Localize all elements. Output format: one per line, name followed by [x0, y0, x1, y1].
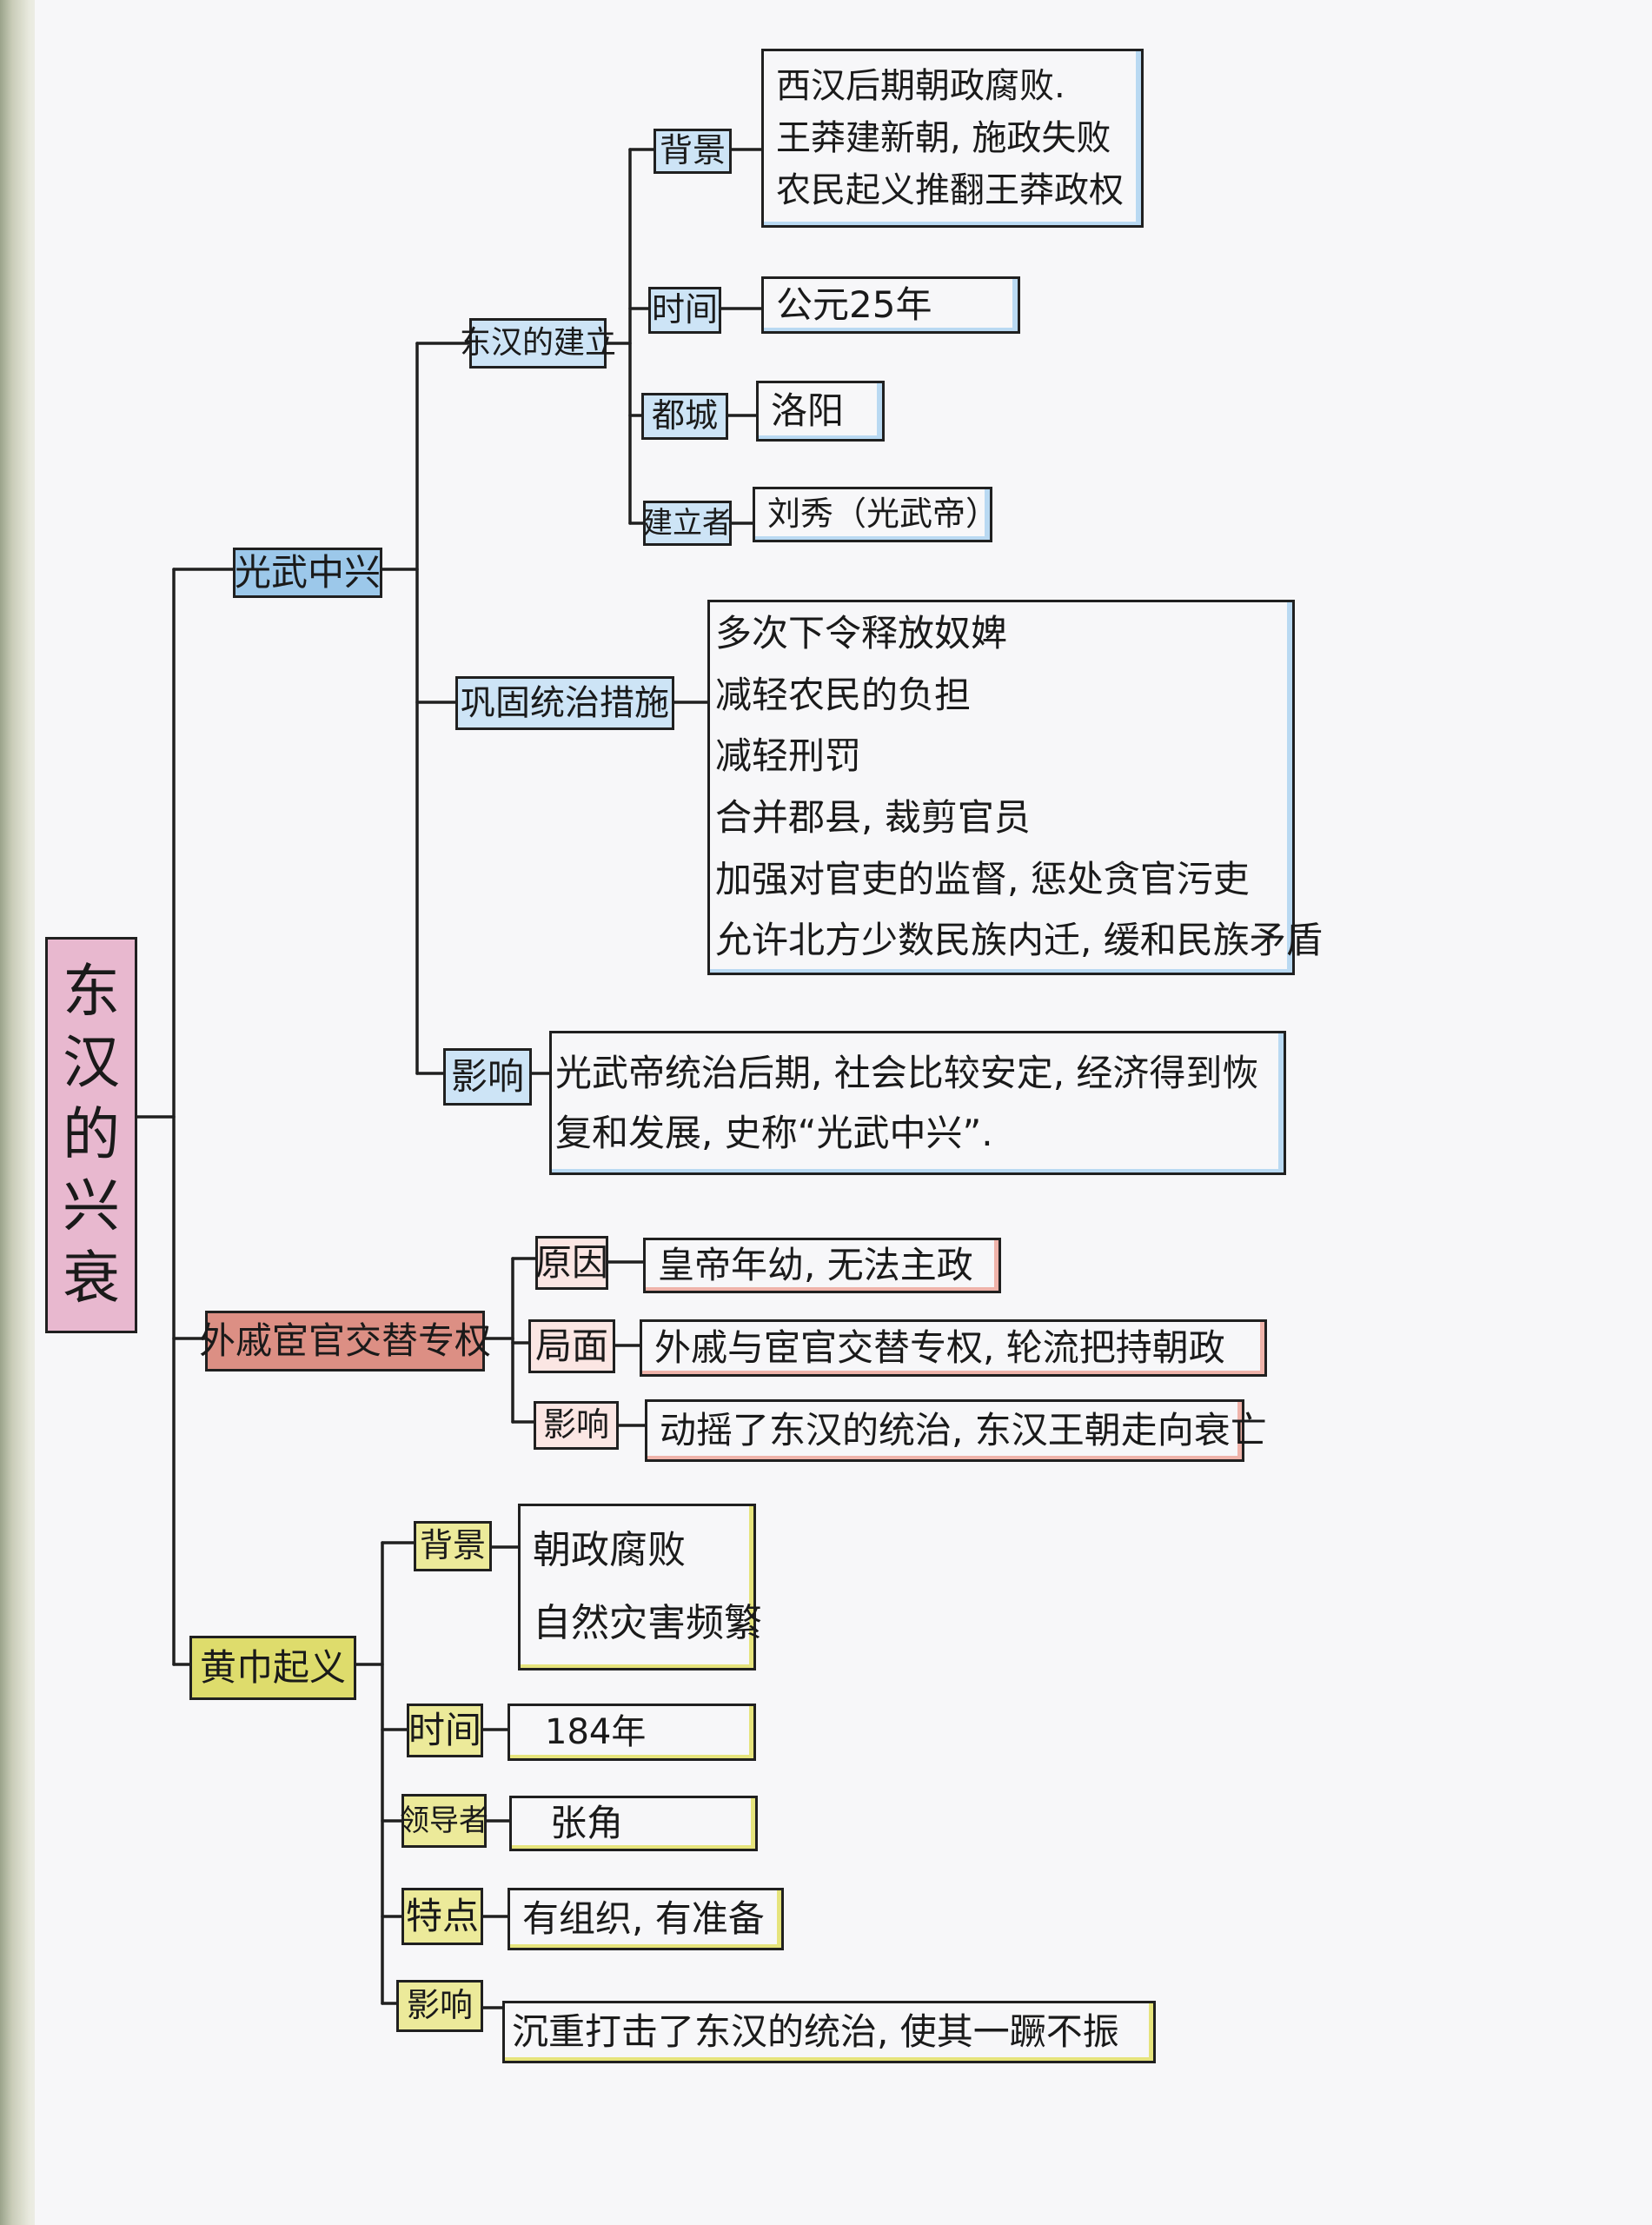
huangjin-time-label: 时间: [408, 1708, 482, 1751]
content-huangjin-time: 184年: [508, 1704, 756, 1761]
huangjin-background-label: 背景: [420, 1526, 487, 1565]
measures-line: 允许北方少数民族内迁, 缓和民族矛盾: [715, 919, 1323, 962]
founding-founder-label: 建立者: [643, 505, 732, 541]
founding-background-line: 西汉后期朝政腐败.: [776, 66, 1065, 106]
node-huangjin-impact: 影响: [396, 1980, 483, 2032]
content-founding-background: 西汉后期朝政腐败. 王莽建新朝, 施政失败农民起义推翻王莽政权: [761, 49, 1144, 228]
content-founding-capital: 洛阳: [756, 381, 885, 442]
branch-guangwu-label: 光武中兴: [235, 550, 381, 594]
measures-line: 减轻刑罚: [715, 734, 862, 778]
measures-line: 减轻农民的负担: [715, 673, 972, 716]
content-founding-founder: 刘秀（光武帝）: [753, 487, 998, 542]
guangwu-impact-label: 影响: [451, 1054, 525, 1098]
founding-background-label: 背景: [660, 131, 726, 170]
root-title-char: 的: [63, 1100, 120, 1168]
huangjin-impact-label: 影响: [406, 1986, 473, 2025]
waiqi-situation-value: 外戚与宦官交替专权, 轮流把持朝政: [654, 1325, 1225, 1369]
node-guangwu-impact: 影响: [443, 1048, 532, 1106]
huangjin-leader-label: 领导者: [400, 1803, 488, 1838]
branch-waiqi-label: 外戚宦官交替专权: [199, 1318, 492, 1362]
content-waiqi-impact: 动摇了东汉的统治, 东汉王朝走向衰亡: [645, 1399, 1267, 1462]
measures-label: 巩固统治措施: [461, 683, 669, 723]
node-waiqi-situation: 局面: [528, 1319, 615, 1373]
node-waiqi-impact: 影响: [534, 1401, 619, 1450]
founding-founder-value: 刘秀（光武帝）: [767, 495, 999, 534]
node-dongHan-founding: 东汉的建立: [460, 318, 616, 369]
waiqi-impact-label: 影响: [542, 1405, 609, 1445]
content-huangjin-impact: 沉重打击了东汉的统治, 使其一蹶不振: [502, 2001, 1156, 2063]
node-founding-founder: 建立者: [643, 501, 732, 546]
huangjin-leader-value: 张角: [550, 1801, 624, 1844]
node-measures: 巩固统治措施: [455, 676, 674, 730]
measures-line: 加强对官吏的监督, 惩处贪官污吏: [715, 857, 1250, 900]
measures-line: 多次下令释放奴婢: [715, 612, 1008, 655]
huangjin-background-line: 自然灾害频繁: [533, 1601, 762, 1645]
waiqi-impact-value: 动摇了东汉的统治, 东汉王朝走向衰亡: [660, 1408, 1267, 1451]
node-founding-time: 时间: [648, 287, 721, 334]
root-title-char: 东: [63, 957, 120, 1025]
founding-time-label: 时间: [652, 290, 719, 329]
content-huangjin-background: 朝政腐败自然灾害频繁: [518, 1504, 762, 1670]
node-founding-background: 背景: [654, 129, 732, 174]
branch-huangjin-label: 黄巾起义: [199, 1645, 346, 1689]
guangwu-impact-line: 复和发展, 史称“光武中兴”.: [555, 1112, 993, 1154]
node-huangjin-time: 时间: [407, 1704, 483, 1757]
node-huangjin-feature: 特点: [401, 1888, 483, 1945]
node-waiqi-reason: 原因: [535, 1236, 608, 1290]
node-founding-capital: 都城: [641, 393, 728, 440]
node-huangjin-background: 背景: [414, 1521, 492, 1571]
content-huangjin-feature: 有组织, 有准备: [508, 1888, 784, 1950]
branch-waiqi-huanguan: 外戚宦官交替专权: [199, 1311, 491, 1372]
content-waiqi-reason: 皇帝年幼, 无法主政: [643, 1238, 1001, 1293]
node-huangjin-leader: 领导者: [400, 1794, 488, 1848]
founding-background-line: 王莽建新朝, 施政失败: [776, 118, 1111, 158]
root-title-char: 兴: [63, 1172, 120, 1240]
branch-guangwu-zhongxing: 光武中兴: [233, 548, 382, 598]
content-founding-time: 公元25年: [761, 276, 1020, 334]
root-title-box: 东汉的兴衰: [45, 937, 137, 1333]
content-guangwu-impact: 光武帝统治后期, 社会比较安定, 经济得到恢复和发展, 史称“光武中兴”.: [549, 1031, 1286, 1175]
content-measures: 多次下令释放奴婢减轻农民的负担减轻刑罚合并郡县, 裁剪官员加强对官吏的监督, 惩…: [707, 600, 1323, 975]
branch-huangjin-uprising: 黄巾起义: [189, 1636, 356, 1700]
content-huangjin-leader: 张角: [509, 1796, 758, 1851]
founding-capital-label: 都城: [651, 396, 718, 435]
paper-sheet: [35, 0, 1652, 2225]
waiqi-situation-label: 局面: [535, 1324, 609, 1367]
huangjin-feature-label: 特点: [406, 1894, 480, 1937]
huangjin-impact-value: 沉重打击了东汉的统治, 使其一蹶不振: [512, 2009, 1119, 2053]
founding-label: 东汉的建立: [460, 325, 617, 362]
founding-time-value: 公元25年: [776, 282, 932, 326]
huangjin-time-value: 184年: [545, 1712, 647, 1752]
waiqi-reason-value: 皇帝年幼, 无法主政: [658, 1243, 973, 1286]
content-waiqi-situation: 外戚与宦官交替专权, 轮流把持朝政: [640, 1319, 1267, 1377]
root-title-char: 汉: [63, 1029, 120, 1097]
guangwu-impact-line: 光武帝统治后期, 社会比较安定, 经济得到恢: [555, 1051, 1259, 1094]
measures-line: 合并郡县, 裁剪官员: [715, 796, 1031, 839]
founding-capital-value: 洛阳: [771, 389, 845, 432]
huangjin-feature-value: 有组织, 有准备: [522, 1896, 765, 1940]
root-title-char: 衰: [63, 1244, 120, 1312]
waiqi-reason-label: 原因: [535, 1240, 609, 1284]
huangjin-background-line: 朝政腐败: [533, 1528, 686, 1573]
founding-background-line: 农民起义推翻王莽政权: [776, 170, 1124, 210]
